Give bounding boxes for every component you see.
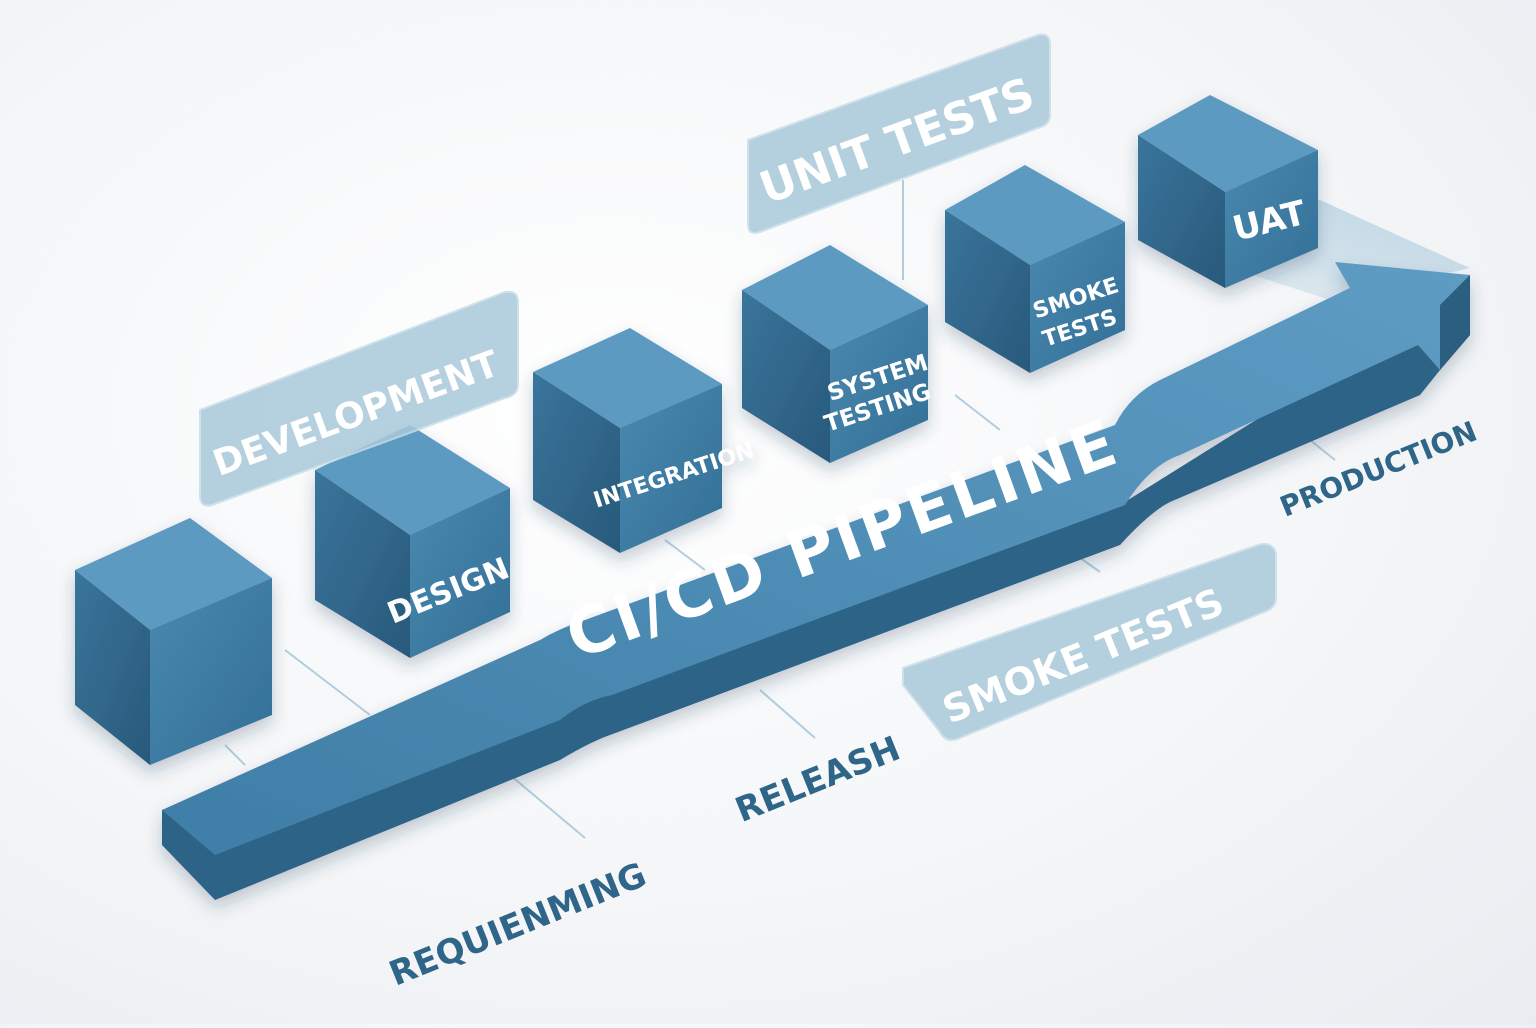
block-1-side (150, 578, 272, 765)
block-smoke-left (945, 210, 1030, 373)
block-design-right (410, 488, 510, 658)
callout-smoke-tests-box (902, 543, 1277, 741)
ground-label-requirements: REQUIENMING (384, 855, 652, 994)
callout-development-box (199, 290, 519, 507)
block-design: DESIGN (315, 425, 514, 658)
block-smoke-right (1030, 222, 1125, 373)
block-system-right (830, 305, 928, 463)
leader-line-integration (664, 539, 706, 571)
block-1-top (75, 518, 272, 630)
leader-line-block1 (224, 744, 246, 766)
block-1 (75, 518, 272, 765)
leader-line-release (759, 689, 816, 739)
pipeline-arrow-top (162, 262, 1470, 855)
leader-line-requirements (509, 774, 586, 839)
block-system-testing: SYSTEM TESTING (742, 245, 934, 463)
block-integration-left (533, 372, 620, 553)
block-uat-right (1225, 150, 1318, 288)
block-integration-top (533, 328, 722, 428)
block-system-top (742, 245, 928, 350)
block-smoke-tests: SMOKE TESTS (945, 165, 1125, 373)
block-integration: INTEGRATION (533, 328, 757, 553)
block-uat-left (1138, 135, 1225, 288)
leader-line-design (284, 649, 371, 716)
block-uat: UAT (1138, 95, 1318, 288)
pipeline-arrowhead-face (1440, 275, 1470, 370)
block-system-left (742, 290, 830, 463)
block-design-left (315, 470, 410, 658)
block-design-top (315, 425, 510, 535)
block-1-front (75, 570, 150, 765)
pipeline-arrow (162, 262, 1470, 900)
block-integration-right (620, 384, 722, 553)
block-smoke-top (945, 165, 1125, 265)
leader-line-system (954, 394, 1001, 431)
ground-label-release: RELEASH (730, 729, 906, 831)
callout-unit-tests-box (747, 33, 1051, 234)
block-uat-top (1138, 95, 1318, 192)
